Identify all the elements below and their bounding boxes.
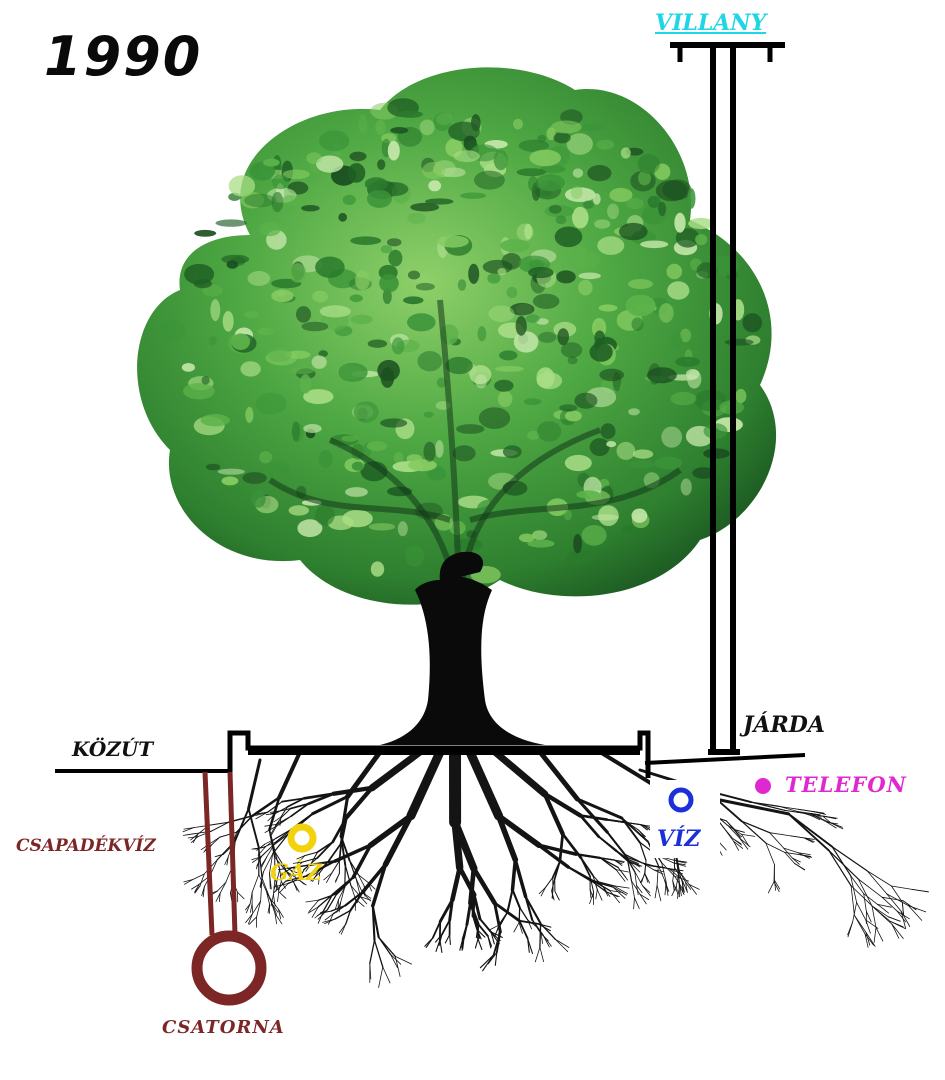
label-csatorna: CSATORNA [162,1019,285,1037]
rainwater-pipe [205,772,235,935]
label-villany: VILLANY [655,12,766,34]
label-gaz: GÁZ [270,862,322,884]
label-kozut: KÖZÚT [72,739,153,759]
telephone-line-dot-icon [755,778,771,794]
label-telefon: TELEFON [785,774,907,795]
label-jarda: JÁRDA [743,714,825,736]
gas-pipe-ring-icon [291,827,313,849]
sewer-pipe-ring-icon [197,936,261,1000]
tree-crown [137,67,776,604]
sidewalk-line [645,755,805,763]
label-csapadekviz: CSAPADÉKVÍZ [16,838,156,855]
year-title: 1990 [44,30,202,84]
label-viz: VÍZ [655,826,708,852]
